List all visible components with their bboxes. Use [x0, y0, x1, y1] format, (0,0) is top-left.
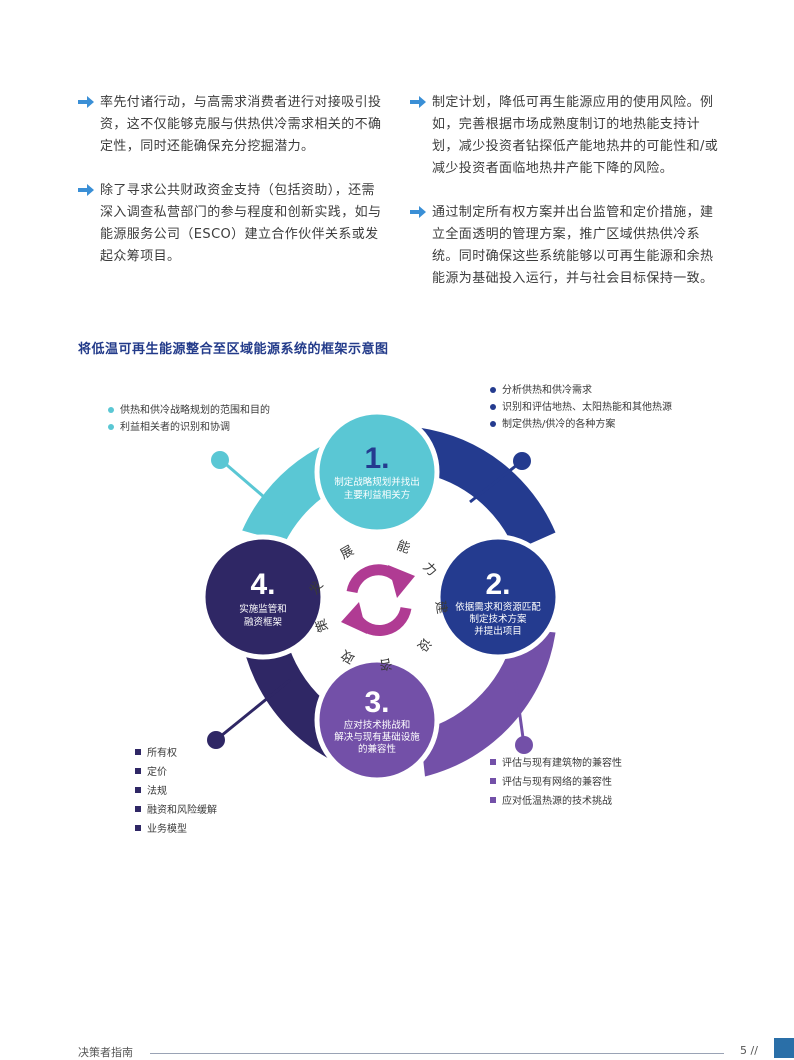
step-3-label-line: 解决与现有基础设施 [334, 731, 420, 743]
bullet-dot-icon [490, 387, 496, 393]
pin-dot-dark [207, 731, 225, 749]
center-char: 咨 [378, 655, 393, 672]
center-char: 设 [414, 634, 434, 654]
bullet-square-icon [135, 749, 141, 755]
annotation-item: 评估与现有网络的兼容性 [490, 773, 622, 792]
bullet-text: 通过制定所有权方案并出台监管和定价措施，建立全面透明的管理方案，推广区域供热供冷… [432, 205, 714, 286]
step-circle-4 [200, 534, 326, 660]
footer-title: 决策者指南 [78, 1046, 133, 1059]
step-1-label-line: 主要利益相关方 [344, 489, 411, 501]
step-2-label-line: 并提出项目 [474, 625, 522, 637]
annotation-item: 所有权 [135, 744, 217, 763]
step-2-label-line: 制定技术方案 [469, 613, 527, 625]
annotation-bottom-right: 评估与现有建筑物的兼容性 评估与现有网络的兼容性 应对低温热源的技术挑战 [490, 754, 622, 811]
bullet-square-icon [490, 759, 496, 765]
bullet-right-2: 通过制定所有权方案并出台监管和定价措施，建立全面透明的管理方案，推广区域供热供冷… [410, 202, 722, 290]
annotation-item: 识别和评估地热、太阳热能和其他热源 [490, 399, 672, 416]
bullet-dot-icon [108, 424, 114, 430]
step-4-number: 4. [250, 568, 275, 601]
annotation-item: 融资和风险缓解 [135, 801, 217, 820]
corner-marker [774, 1038, 794, 1058]
center-char: 力 [420, 560, 440, 580]
annotation-item: 分析供热和供冷需求 [490, 382, 672, 399]
bullet-dot-icon [490, 404, 496, 410]
bullet-text: 制定计划，降低可再生能源应用的使用风险。例如，完善根据市场成熟度制订的地热能支持… [432, 95, 719, 176]
step-circle-2 [435, 534, 561, 660]
bullet-square-icon [490, 778, 496, 784]
bullet-square-icon [490, 797, 496, 803]
bullet-text: 率先付诸行动，与高需求消费者进行对接吸引投资，这不仅能够克服与供热供冷需求相关的… [100, 95, 382, 154]
pin-dot-blue [513, 452, 531, 470]
annotation-item: 业务模型 [135, 820, 217, 839]
bullet-text: 除了寻求公共财政资金支持（包括资助），还需深入调查私营部门的参与程度和创新实践，… [100, 183, 382, 264]
arrow-right-icon [410, 96, 426, 108]
pin-dot-purple [515, 736, 533, 754]
bullet-square-icon [135, 806, 141, 812]
footer-divider [150, 1053, 724, 1054]
annotation-top-right: 分析供热和供冷需求 识别和评估地热、太阳热能和其他热源 制定供热/供冷的各种方案 [490, 382, 672, 433]
center-char: 建 [432, 600, 449, 615]
bullet-left-1: 率先付诸行动，与高需求消费者进行对接吸引投资，这不仅能够克服与供热供冷需求相关的… [78, 92, 383, 158]
section-title: 将低温可再生能源整合至区域能源系统的框架示意图 [78, 342, 389, 357]
center-char: 策 [312, 617, 331, 635]
step-4-label-line: 实施监管和 [239, 603, 287, 615]
pin-dot-teal [211, 451, 229, 469]
step-3-label-line: 的兼容性 [358, 743, 397, 755]
annotation-item: 利益相关者的识别和协调 [108, 419, 270, 436]
annotation-item: 定价 [135, 763, 217, 782]
step-circle-1 [314, 409, 440, 535]
step-1-number: 1. [364, 442, 389, 475]
bullet-left-2: 除了寻求公共财政资金支持（包括资助），还需深入调查私营部门的参与程度和创新实践，… [78, 180, 383, 268]
arrow-right-icon [410, 206, 426, 218]
bullet-dot-icon [490, 421, 496, 427]
bullet-square-icon [135, 787, 141, 793]
annotation-top-left: 供热和供冷战略规划的范围和目的 利益相关者的识别和协调 [108, 402, 270, 436]
center-char: 政 [339, 646, 358, 665]
step-2-number: 2. [485, 568, 510, 601]
center-char: 能 [395, 538, 412, 557]
arrow-right-icon [78, 96, 94, 108]
bullet-dot-icon [108, 407, 114, 413]
annotation-item: 供热和供冷战略规划的范围和目的 [108, 402, 270, 419]
annotation-bottom-left: 所有权 定价 法规 融资和风险缓解 业务模型 [135, 744, 217, 839]
annotation-item: 应对低温热源的技术挑战 [490, 792, 622, 811]
step-2-label-line: 依据需求和资源匹配 [455, 601, 541, 613]
cycle-arrows-icon [341, 564, 415, 636]
bullet-right-1: 制定计划，降低可再生能源应用的使用风险。例如，完善根据市场成熟度制订的地热能支持… [410, 92, 722, 180]
step-4-label-line: 融资框架 [244, 616, 283, 628]
annotation-item: 制定供热/供冷的各种方案 [490, 416, 672, 433]
arrow-right-icon [78, 184, 94, 196]
page-number: 5 // [740, 1044, 758, 1057]
center-char: 展 [338, 543, 357, 562]
annotation-item: 法规 [135, 782, 217, 801]
bullet-square-icon [135, 825, 141, 831]
step-1-label-line: 制定战略规划并找出 [334, 476, 420, 488]
step-3-label-line: 应对技术挑战和 [344, 719, 411, 731]
step-3-number: 3. [364, 686, 389, 719]
bullet-square-icon [135, 768, 141, 774]
annotation-item: 评估与现有建筑物的兼容性 [490, 754, 622, 773]
ring-arc-purple [420, 628, 556, 777]
step-circle-3 [314, 657, 440, 783]
